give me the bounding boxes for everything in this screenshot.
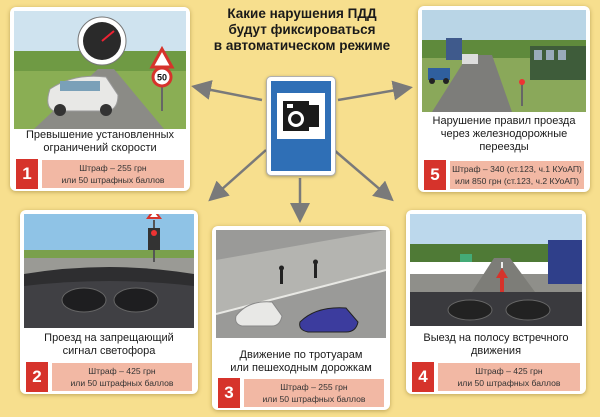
arrow-to-1	[191, 80, 263, 102]
violation-1-fine: 1 Штраф – 255 грн или 50 штрафных баллов	[16, 159, 184, 189]
violation-4-number: 4	[412, 362, 434, 392]
violation-4-caption: Выезд на полосу встречного движения	[423, 332, 569, 357]
camera-road-sign	[266, 76, 336, 176]
title-line-2: будут фиксироваться	[228, 22, 376, 37]
arrow-to-5	[337, 80, 413, 102]
violation-2-fine: 2 Штраф – 425 грн или 50 штрафных баллов	[26, 362, 192, 392]
violation-4-fine: 4 Штраф – 425 грн или 50 штрафных баллов	[412, 362, 580, 392]
arrow-to-2	[208, 149, 267, 202]
violation-card-4: Выезд на полосу встречного движения 4 Шт…	[406, 210, 586, 394]
title-line-1: Какие нарушения ПДД	[227, 6, 377, 21]
violation-card-5: Нарушение правил проезда через железнодо…	[418, 6, 590, 192]
violation-1-number: 1	[16, 159, 38, 189]
violation-5-caption: Нарушение правил проезда через железнодо…	[432, 115, 576, 153]
violation-3-fine: 3 Штраф – 255 грн или 50 штрафных баллов	[218, 378, 384, 408]
violation-2-caption: Проезд на запрещающий сигнал светофора	[44, 332, 174, 357]
violation-card-1: 50 Превышение установленных ограничений …	[10, 7, 190, 191]
violation-1-caption: Превышение установленных ограничений ско…	[25, 129, 174, 154]
violation-2-number: 2	[26, 362, 48, 392]
speeding-photo: 50	[14, 11, 186, 129]
arrow-to-4	[333, 149, 394, 202]
violation-card-2: Проезд на запрещающий сигнал светофора 2…	[20, 210, 198, 394]
railway-crossing-photo	[422, 10, 586, 112]
red-light-photo	[24, 214, 194, 328]
camera-icon	[283, 101, 319, 131]
page-title: Какие нарушения ПДД будут фиксироваться …	[195, 6, 409, 54]
title-line-3: в автоматическом режиме	[213, 38, 391, 53]
violation-3-caption: Движение по тротуарам или пешеходным дор…	[230, 349, 372, 374]
violation-5-fine: 5 Штраф – 340 (ст.123, ч.1 КУоАП) или 85…	[424, 160, 584, 190]
violation-3-number: 3	[218, 378, 240, 408]
violation-card-3: Движение по тротуарам или пешеходным дор…	[212, 226, 390, 410]
oncoming-lane-photo	[410, 214, 582, 326]
violation-5-number: 5	[424, 160, 446, 190]
sidewalk-photo	[216, 230, 386, 338]
speed-limit-sign-value: 50	[157, 73, 167, 83]
